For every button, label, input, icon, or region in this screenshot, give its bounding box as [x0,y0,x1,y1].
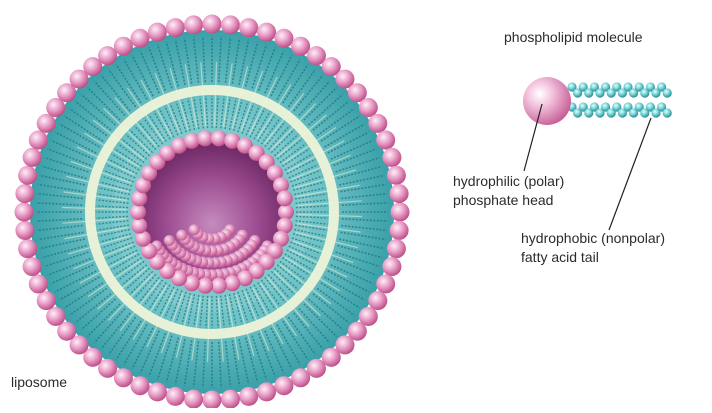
tail-label-line-2: fatty acid tail [521,248,665,267]
outer-head [18,239,37,258]
head-label-line-2: phosphate head [453,191,564,210]
outer-head [359,98,378,117]
outer-head [274,376,293,395]
outer-head [239,18,258,37]
outer-head [307,359,326,378]
fatty-acid-tails [567,82,671,117]
outer-head [98,46,117,65]
outer-head [15,184,34,203]
inner-head [131,218,147,234]
tail-bead [663,88,672,97]
outer-head [376,131,395,150]
outer-head [239,387,258,406]
inner-head [197,130,213,146]
core-head [176,230,187,241]
outer-head [368,114,387,133]
outer-head [257,382,276,401]
outer-head [387,166,406,185]
outer-head [131,376,150,395]
molecule-title-text: phospholipid molecule [504,28,643,47]
inner-head [130,204,146,220]
outer-head [274,29,293,48]
outer-head [203,15,222,34]
outer-head [15,221,34,240]
hydrophobic-tail-label: hydrophobic (nonpolar) fatty acid tail [521,229,665,267]
outer-head [387,239,406,258]
outer-head [29,274,48,293]
inner-head [211,278,227,294]
outer-head [291,37,310,56]
outer-head [29,131,48,150]
outer-head [46,307,65,326]
outer-head [18,166,37,185]
outer-head [37,114,56,133]
outer-head [148,382,167,401]
hydrophilic-head-label: hydrophilic (polar) phosphate head [453,172,564,210]
core-head [164,235,175,246]
outer-head [382,257,401,276]
outer-head [166,18,185,37]
inner-head [184,133,200,149]
inner-head [197,278,213,294]
outer-head [23,257,42,276]
core-head [189,224,200,235]
outer-head [391,203,410,222]
liposome [15,15,410,409]
outer-head [184,15,203,34]
phosphate-head [523,77,571,125]
outer-head [221,390,240,408]
outer-head [368,291,387,310]
liposome-label-text: liposome [11,373,67,392]
tail-label-line-1: hydrophobic (nonpolar) [521,229,665,248]
outer-head [114,368,133,387]
phospholipid-molecule [523,77,672,125]
inner-head [211,130,227,146]
outer-head [390,221,409,240]
phospholipid-molecule-title: phospholipid molecule [504,28,643,47]
head-label-line-1: hydrophilic (polar) [453,172,564,191]
outer-head [148,23,167,42]
outer-head [376,274,395,293]
outer-head [257,23,276,42]
outer-head [166,387,185,406]
outer-head [114,37,133,56]
inner-head [278,204,294,220]
outer-head [221,15,240,34]
outer-head [382,148,401,167]
outer-head [390,184,409,203]
tail-leader-line [609,118,651,230]
inner-head [224,275,240,291]
outer-head [23,148,42,167]
outer-head [131,29,150,48]
inner-head [277,190,293,206]
tail-bead [663,108,672,117]
outer-head [37,291,56,310]
outer-head [291,368,310,387]
liposome-label: liposome [11,373,67,392]
outer-head [15,203,34,222]
outer-head [184,390,203,408]
